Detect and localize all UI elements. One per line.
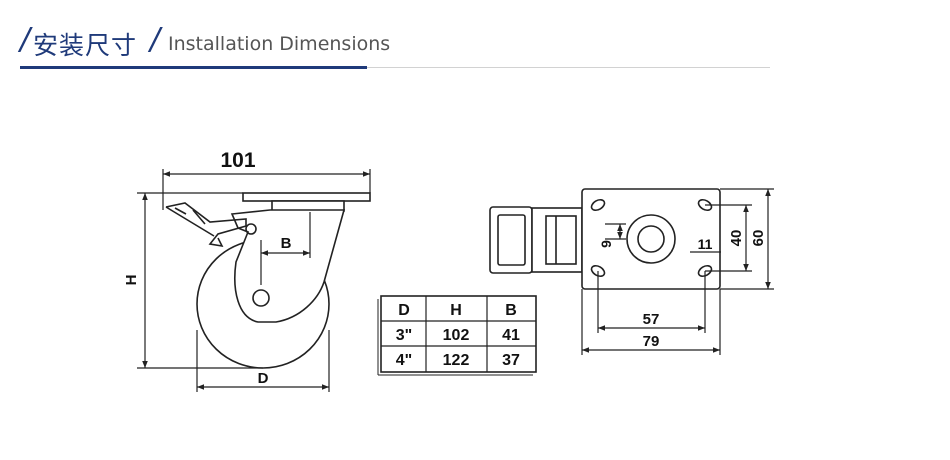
- caster-side-view: [165, 192, 371, 369]
- section-title-cn: 安装尺寸: [33, 31, 138, 60]
- table-cell: 41: [502, 327, 520, 344]
- height-dimension-label: H: [123, 275, 140, 286]
- dim-60-label: 60: [750, 230, 767, 247]
- table-header-d: D: [398, 302, 410, 319]
- brake-lever: [165, 202, 247, 248]
- header-divider: [20, 67, 770, 68]
- top-plate-view: [489, 188, 721, 290]
- header-accent-underline: [20, 66, 367, 69]
- top-plate-dimensions: [581, 188, 774, 355]
- diameter-dimension-label: D: [258, 370, 269, 387]
- table-cell: 37: [502, 352, 520, 369]
- offset-dimension-label: B: [281, 235, 292, 252]
- mounting-plate: [242, 192, 371, 202]
- dim-40-label: 40: [728, 230, 745, 247]
- width-dimension-label: 101: [220, 149, 255, 172]
- dim-79-label: 79: [643, 333, 660, 350]
- dim-57-label: 57: [643, 311, 660, 328]
- brake-pivot: [245, 223, 257, 235]
- size-table: [377, 295, 537, 376]
- diameter-dimension: [196, 330, 330, 392]
- table-cell: 4": [396, 352, 412, 369]
- bolt-hole: [590, 198, 606, 212]
- table-cell: 3": [396, 327, 412, 344]
- table-cell: 102: [443, 327, 470, 344]
- slash-decoration: /: [20, 22, 31, 57]
- width-dimension: [162, 169, 371, 210]
- table-header-b: B: [505, 302, 517, 319]
- fork-arm: [230, 209, 346, 323]
- kingpin-center: [637, 225, 665, 253]
- slash-decoration: /: [150, 22, 161, 57]
- table-cell: 122: [443, 352, 470, 369]
- offset-dimension: [260, 212, 311, 285]
- dim-9-label: 9: [598, 240, 614, 248]
- dim-11-label: 11: [698, 236, 713, 252]
- axle-hole: [252, 289, 270, 307]
- section-title-en: Installation Dimensions: [168, 33, 391, 55]
- table-header-h: H: [450, 302, 462, 319]
- height-dimension: [137, 192, 263, 369]
